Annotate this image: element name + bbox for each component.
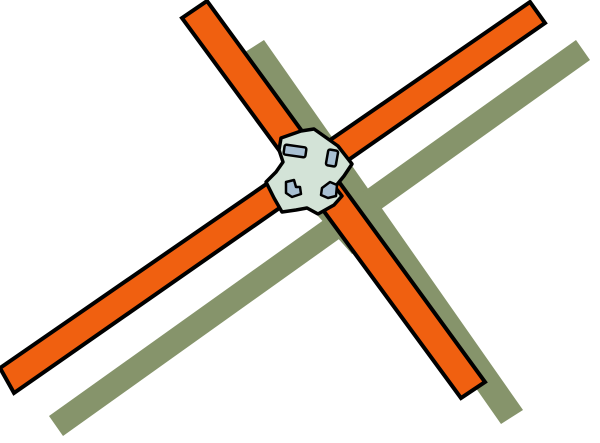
shadow-layer [49,40,590,436]
connector-bottom-right [319,180,339,200]
connector-bottom-left [284,178,303,199]
connector-top-right [324,148,340,168]
hub-layer [264,127,354,216]
shadow-bar-diagonal-up [49,40,590,436]
connector-top-left [282,143,308,159]
